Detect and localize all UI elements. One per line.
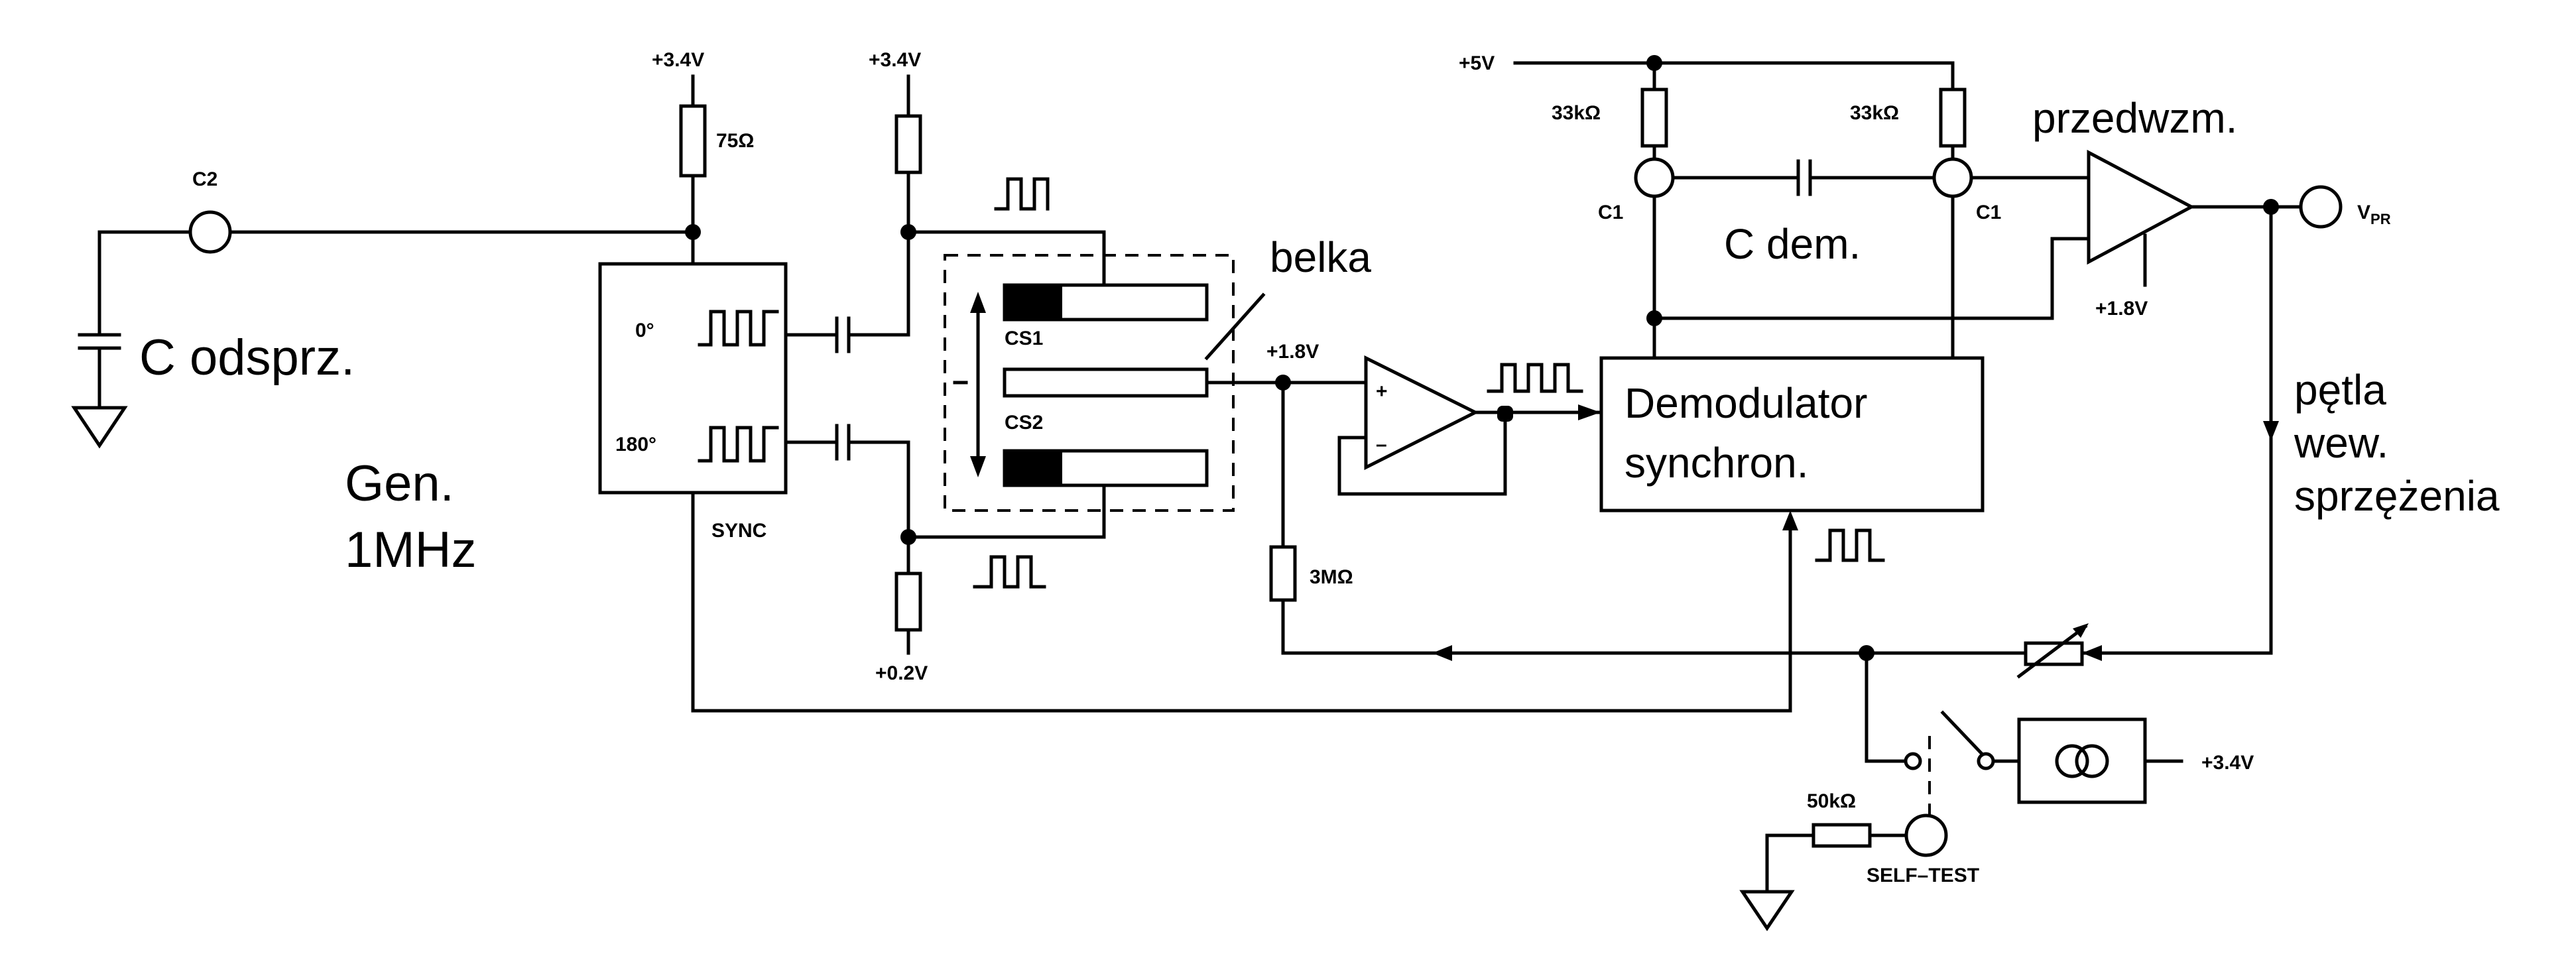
generator-box [598, 262, 788, 495]
label-0-deg: 0° [635, 320, 654, 341]
label-1mhz: 1MHz [345, 522, 476, 578]
label-r75: 75Ω [716, 130, 754, 152]
self-test: +3.4V SELF–TEST 50kΩ [1739, 651, 2254, 932]
square-wave-icon [698, 310, 779, 347]
ground-icon [71, 406, 128, 449]
switch-icon [1940, 710, 1985, 757]
svg-text:VPR: VPR [2357, 202, 2391, 227]
terminal-vpr [2299, 185, 2343, 229]
resistor-icon [894, 114, 922, 174]
label-supply-5: +5V [1459, 52, 1495, 74]
label-r50k: 50kΩ [1807, 790, 1856, 812]
current-source-icon [2055, 744, 2109, 778]
label-r3m: 3MΩ [1310, 566, 1353, 588]
label-minus: – [1376, 434, 1387, 455]
decoupling-section: C2 C odsprz. [71, 168, 695, 449]
bias-network: +1.8V 3MΩ [1266, 341, 1878, 661]
resistor-icon [1939, 88, 1967, 148]
op-amp-icon [1364, 355, 1479, 471]
resistor-75: +3.4V 75Ω [652, 49, 754, 266]
coupling-caps [784, 230, 910, 539]
resistor-icon [894, 572, 922, 632]
resistor-upper-34: +3.4V [869, 49, 1106, 287]
terminal-c1-left [1634, 157, 1675, 198]
square-wave-icon [1815, 528, 1885, 562]
terminal-c1-right [1932, 157, 1973, 198]
terminal-self-test [1904, 814, 1948, 857]
label-180-deg: 180° [615, 434, 656, 455]
label-cs2: CS2 [1005, 412, 1043, 434]
label-self-test: SELF–TEST [1867, 865, 1979, 886]
label-supply-18: +1.8V [1266, 341, 1319, 363]
demodulator-box [1599, 356, 1985, 513]
current-source-box [2017, 717, 2147, 804]
label-c2: C2 [192, 168, 217, 190]
label-vpr: V [2357, 202, 2370, 223]
label-belka: belka [1270, 233, 1371, 281]
square-wave-icon [1487, 363, 1583, 393]
label-gen: Gen. [345, 455, 454, 512]
capacitor-icon [78, 333, 121, 350]
label-przedwzm: przedwzm. [2032, 94, 2237, 142]
resistor-icon [1269, 545, 1297, 602]
label-supply-02: +0.2V [875, 662, 928, 684]
label-c1-right: C1 [1976, 202, 2001, 223]
square-wave-icon [994, 177, 1050, 211]
label-sprzezenia: sprzężenia [2294, 472, 2500, 520]
label-supply-34: +3.4V [652, 49, 704, 71]
label-r33-left: 33kΩ [1552, 102, 1601, 124]
label-c1-left: C1 [1598, 202, 1623, 223]
variable-resistor-icon [2016, 623, 2089, 679]
square-wave-icon [973, 555, 1046, 589]
label-preamp-18: +1.8V [2095, 298, 2148, 320]
resistor-icon [1811, 823, 1872, 848]
label-self-test-34: +3.4V [2201, 752, 2254, 774]
label-demodulator: Demodulator [1625, 379, 1867, 427]
c1-network: +5V 33kΩ C1 33kΩ C1 C dem. [1459, 52, 2091, 360]
label-vpr-sub: PR [2370, 211, 2391, 227]
resistor-icon [679, 104, 707, 178]
resistor-icon [1640, 88, 1668, 148]
label-wew: wew. [2294, 419, 2388, 467]
generator-block: 0° 180° SYNC Gen. 1MHz [345, 262, 788, 578]
terminal-c2 [188, 210, 232, 254]
op-amp-1: + – [1337, 355, 1601, 496]
label-r33-right: 33kΩ [1850, 102, 1899, 124]
square-wave-icon [698, 426, 779, 463]
ground-icon [1739, 890, 1795, 932]
label-synchron: synchron. [1625, 439, 1808, 487]
label-sync: SYNC [711, 520, 767, 542]
feedback-loop: pętla wew. sprzężenia [1859, 205, 2500, 679]
label-c-dem: C dem. [1724, 220, 1861, 268]
label-cs1: CS1 [1005, 328, 1043, 349]
demodulator-block: Demodulator synchron. [691, 356, 1985, 713]
label-petla: pętla [2294, 366, 2386, 414]
label-supply-34-b: +3.4V [869, 49, 921, 71]
op-amp-icon [2087, 149, 2195, 265]
resistor-lower-02: +0.2V [875, 485, 1106, 684]
beam-plate [1003, 367, 1209, 398]
preamp: przedwzm. +1.8V VPR [1969, 94, 2391, 320]
sensor-beam: CS1 CS2 belka [944, 233, 1371, 512]
sensor-dashed-box [944, 254, 1235, 512]
label-plus: + [1376, 381, 1388, 402]
label-c-odsprz: C odsprz. [139, 330, 355, 386]
